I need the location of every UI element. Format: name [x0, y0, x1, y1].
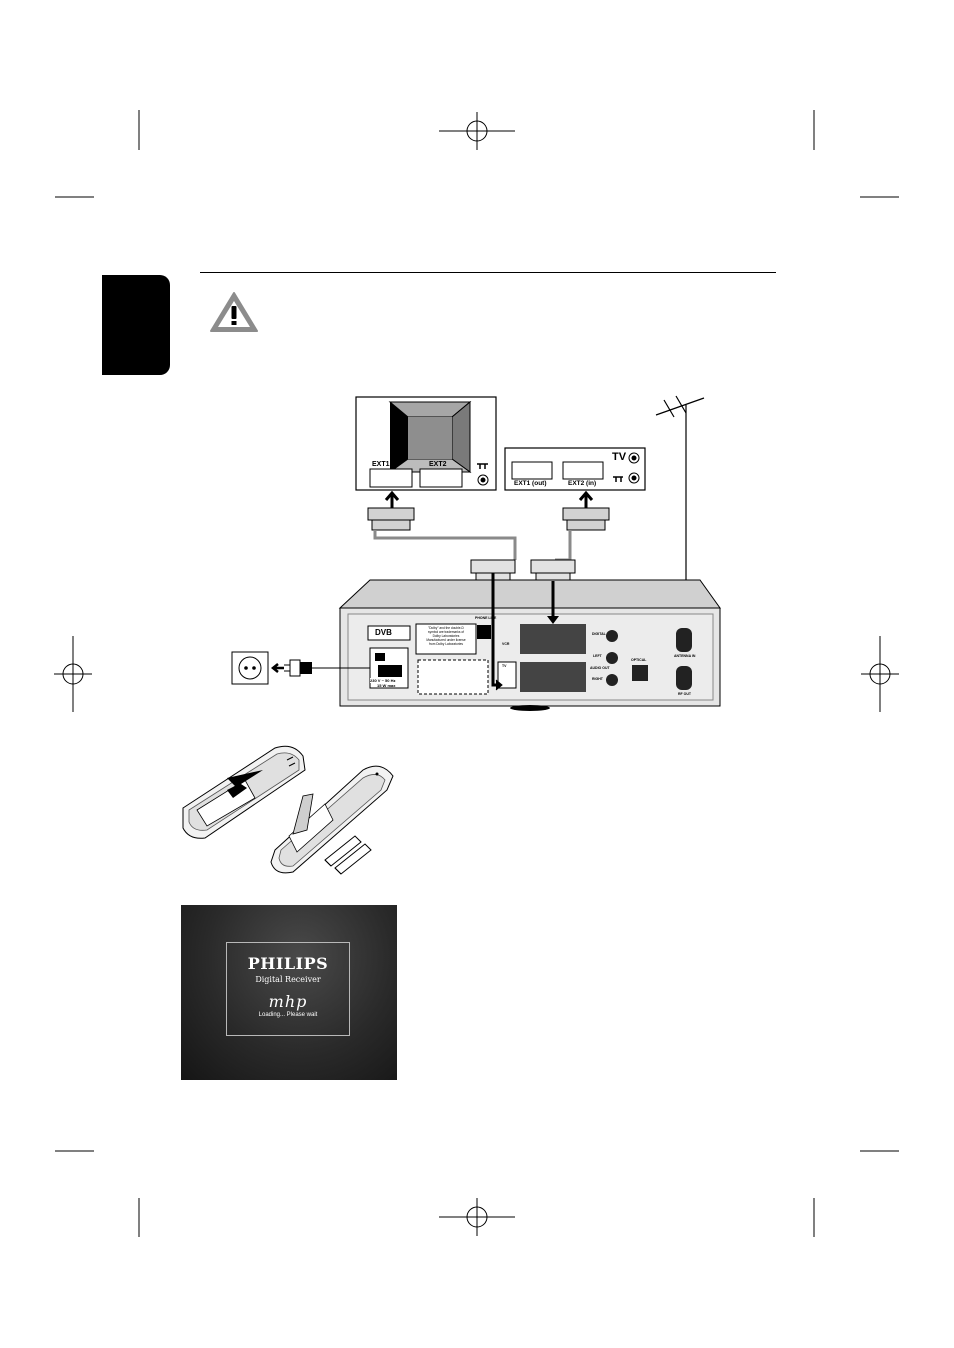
tv-illustration: [355, 396, 497, 491]
remote-battery-illustration: [182, 745, 394, 875]
remote-open-view: [270, 765, 394, 874]
port-label-vcr: VCR: [502, 642, 510, 646]
receiver-logo: DVB: [375, 628, 392, 637]
header-rule: [200, 272, 776, 273]
scart-plug: [367, 507, 610, 531]
vcr-illustration: [504, 447, 646, 491]
registration-mark-left: [54, 636, 92, 712]
port-label-phone-line: PHONE LINE: [475, 616, 497, 620]
registration-mark-bottom: [439, 1198, 515, 1236]
loading-status: Loading... Please wait: [258, 1012, 318, 1018]
tv-ext1-label: EXT1: [372, 461, 390, 468]
power-plug: [284, 659, 370, 677]
wall-socket: [231, 651, 269, 685]
port-label-audio-out: AUDIO OUT: [590, 666, 610, 670]
product-subtitle: Digital Receiver: [255, 975, 321, 984]
vcr-tv-label: TV: [612, 451, 627, 463]
mhp-logo: mhp: [268, 992, 308, 1011]
power-rating: 230 V ~ 50 Hz: [370, 678, 396, 683]
connection-diagram: EXT1 EXT2 EXT1 (out) EXT2 (in) TV DVB 23…: [220, 390, 730, 720]
warning-icon: [210, 292, 258, 332]
power-rating-sub: 15 W max: [377, 683, 396, 688]
battery-icon: [324, 835, 372, 875]
port-label-left: LEFT: [593, 654, 602, 658]
tv-ext2-label: EXT2: [429, 461, 447, 468]
side-tab: [102, 275, 170, 375]
port-label-antenna-in: ANTENNA IN: [674, 654, 696, 658]
dolby-note: "Dolby" and the double-D symbol are trad…: [426, 626, 466, 646]
remote-back-view: [182, 745, 306, 839]
boot-screen: PHILIPS Digital Receiver mhp Loading... …: [181, 905, 397, 1080]
boot-screen-panel: PHILIPS Digital Receiver mhp Loading... …: [226, 942, 350, 1036]
brand-logo: PHILIPS: [247, 954, 329, 973]
port-label-optical: OPTICAL: [631, 658, 647, 662]
vcr-ext1-label: EXT1 (out): [514, 480, 547, 487]
port-label-tv: TV: [502, 664, 507, 668]
receiver-illustration: [338, 579, 721, 711]
vcr-ext2-label: EXT2 (in): [568, 480, 597, 487]
registration-mark-top: [439, 112, 515, 150]
port-label-digital: DIGITAL: [592, 632, 606, 636]
port-label-rf-out: RF OUT: [678, 692, 692, 696]
registration-mark-right: [861, 636, 899, 712]
port-label-right: RIGHT: [592, 677, 603, 681]
